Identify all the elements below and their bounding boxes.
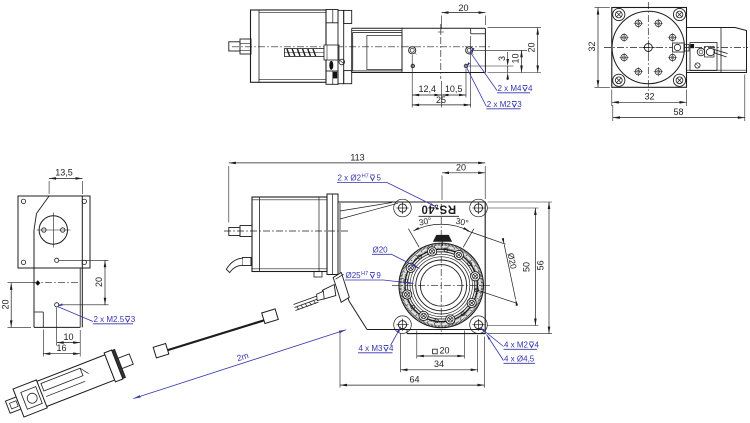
- svg-text:3: 3: [517, 100, 522, 109]
- svg-text:340: 340: [447, 248, 454, 253]
- svg-text:30°: 30°: [418, 215, 433, 227]
- svg-text:4: 4: [389, 344, 394, 353]
- svg-text:90: 90: [403, 286, 407, 290]
- svg-text:220: 220: [463, 308, 470, 315]
- svg-text:64: 64: [409, 374, 419, 384]
- svg-text:20: 20: [0, 299, 10, 309]
- svg-text:Ø20: Ø20: [506, 252, 519, 270]
- svg-text:4 x M2: 4 x M2: [504, 341, 529, 350]
- svg-text:180: 180: [441, 319, 447, 323]
- svg-text:110: 110: [405, 297, 411, 304]
- svg-text:H7: H7: [362, 174, 369, 180]
- svg-text:130: 130: [412, 308, 419, 315]
- svg-text:20: 20: [423, 250, 428, 255]
- svg-text:2 x M2.5: 2 x M2.5: [94, 315, 125, 324]
- svg-text:20: 20: [94, 277, 104, 287]
- svg-text:12,4: 12,4: [419, 84, 437, 94]
- svg-text:4 x M3: 4 x M3: [359, 344, 384, 353]
- svg-text:2 x Ø2: 2 x Ø2: [338, 174, 362, 183]
- svg-text:Ø25: Ø25: [346, 271, 362, 280]
- svg-text:20: 20: [458, 3, 468, 13]
- svg-text:4: 4: [528, 84, 533, 93]
- svg-text:0: 0: [437, 247, 439, 251]
- svg-text:25: 25: [436, 95, 446, 105]
- svg-text:9: 9: [376, 271, 381, 280]
- svg-text:20: 20: [526, 42, 536, 52]
- svg-text:5: 5: [377, 174, 382, 183]
- svg-text:113: 113: [350, 152, 364, 162]
- svg-text:32: 32: [587, 41, 597, 51]
- svg-text:20: 20: [456, 162, 466, 172]
- svg-text:4 x Ø4,5: 4 x Ø4,5: [504, 355, 535, 364]
- svg-text:16: 16: [56, 343, 66, 353]
- svg-text:4: 4: [535, 341, 540, 350]
- svg-text:20: 20: [439, 345, 449, 355]
- svg-text:10: 10: [511, 53, 521, 63]
- svg-text:30°: 30°: [455, 216, 470, 228]
- svg-text:H7: H7: [361, 271, 368, 277]
- svg-text:250: 250: [474, 292, 479, 299]
- svg-text:2 x M4: 2 x M4: [498, 84, 523, 93]
- svg-text:10: 10: [63, 332, 73, 342]
- svg-text:200: 200: [453, 315, 460, 321]
- svg-text:270: 270: [475, 279, 479, 285]
- svg-text:2m: 2m: [235, 350, 249, 363]
- svg-text:40: 40: [413, 257, 419, 263]
- svg-text:70: 70: [404, 273, 409, 278]
- svg-text:58: 58: [673, 107, 683, 117]
- svg-text:310: 310: [463, 256, 470, 263]
- svg-text:56: 56: [536, 260, 546, 270]
- svg-text:50: 50: [522, 262, 532, 272]
- svg-text:3: 3: [497, 56, 507, 61]
- svg-text:2 x M2: 2 x M2: [487, 100, 512, 109]
- svg-text:290: 290: [471, 267, 477, 274]
- svg-text:RS-40: RS-40: [421, 203, 456, 215]
- svg-text:10,5: 10,5: [445, 84, 463, 94]
- svg-text:3: 3: [131, 315, 136, 324]
- svg-text:32: 32: [644, 92, 654, 102]
- svg-text:34: 34: [434, 359, 444, 369]
- svg-text:160: 160: [428, 318, 435, 323]
- svg-text:13,5: 13,5: [55, 168, 73, 178]
- svg-text:Ø20: Ø20: [373, 246, 389, 255]
